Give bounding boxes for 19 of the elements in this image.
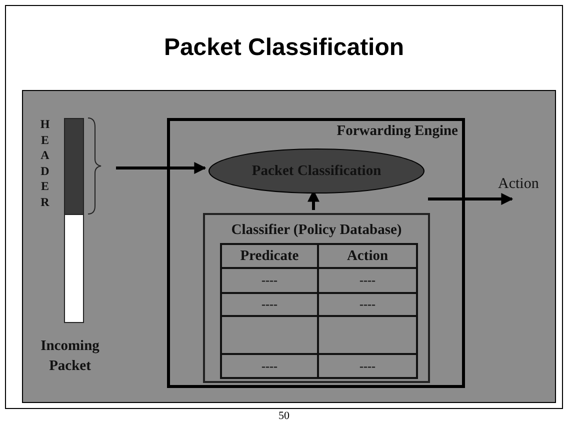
- column-header: Predicate: [222, 245, 319, 269]
- page-number: 50: [278, 410, 290, 423]
- classifier-box: [203, 213, 430, 383]
- table-cell-text: ----: [358, 358, 376, 374]
- edge-label: Action: [498, 176, 539, 193]
- column-header: Action: [319, 245, 416, 269]
- box-heading: Classifier (Policy Database): [230, 222, 403, 239]
- box-heading: Forwarding Engine: [336, 123, 458, 140]
- table-cell: ----: [319, 294, 416, 317]
- table-cell: ----: [222, 355, 319, 377]
- table-cell: ----: [222, 294, 319, 317]
- table-cell: ----: [319, 269, 416, 294]
- slide-title: Packet Classification: [162, 34, 406, 62]
- arrow: [116, 162, 206, 174]
- vertical-label: H E A D E R: [39, 117, 51, 210]
- packet-label: Incoming Packet: [40, 337, 100, 376]
- arrow: [428, 193, 514, 205]
- table-cell: ----: [222, 269, 319, 294]
- engine-box: [167, 118, 465, 388]
